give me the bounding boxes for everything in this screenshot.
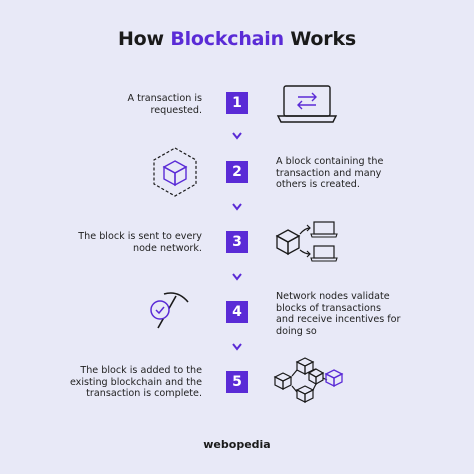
step-5-line: existing blockchain and the [69, 376, 202, 388]
block-cube-icon [153, 147, 197, 197]
title-prefix: How [117, 28, 171, 50]
chevron-down-icon [232, 203, 242, 211]
step-4-line: and receive incentives for [276, 314, 401, 325]
step-4-number: 4 [226, 301, 248, 323]
page-title: How Blockchain Works [0, 28, 474, 50]
step-4-text: Network nodes validate blocks of transac… [276, 291, 426, 337]
step-3-line: node network. [132, 242, 202, 254]
step-4-line: blocks of transactions [276, 302, 381, 314]
step-2-line: transaction and many [276, 167, 382, 179]
block-to-nodes-icon [275, 221, 338, 262]
title-suffix: Works [283, 28, 356, 50]
blockchain-cubes-icon [273, 357, 344, 403]
step-1-text: A transaction is requested. [62, 93, 202, 116]
step-1-line: requested. [150, 104, 202, 116]
step-3-text: The block is sent to every node network. [42, 231, 202, 254]
step-2-text: A block containing the transaction and m… [276, 156, 416, 191]
chevron-down-icon [232, 132, 242, 140]
step-5-line: transaction is complete. [86, 388, 202, 399]
chevron-down-icon [232, 343, 242, 351]
step-5-text: The block is added to the existing block… [42, 365, 202, 400]
laptop-transfer-icon [276, 85, 338, 123]
chevron-down-icon [232, 273, 242, 281]
step-2-line: A block containing the [276, 156, 384, 167]
step-5-number: 5 [226, 371, 248, 393]
step-3-line: The block is sent to every [78, 231, 202, 242]
pickaxe-check-icon [150, 292, 189, 329]
step-2-number: 2 [226, 161, 248, 183]
step-3-number: 3 [226, 231, 248, 253]
step-4-line: doing so [276, 325, 317, 337]
step-1-number: 1 [226, 92, 248, 114]
step-2-line: others is created. [276, 179, 360, 190]
step-4-line: Network nodes validate [276, 291, 390, 302]
brand-logo: webopedia [203, 438, 271, 451]
title-accent: Blockchain [170, 28, 284, 50]
step-5-line: The block is added to the [80, 365, 202, 376]
step-1-line: A transaction is [127, 93, 202, 104]
